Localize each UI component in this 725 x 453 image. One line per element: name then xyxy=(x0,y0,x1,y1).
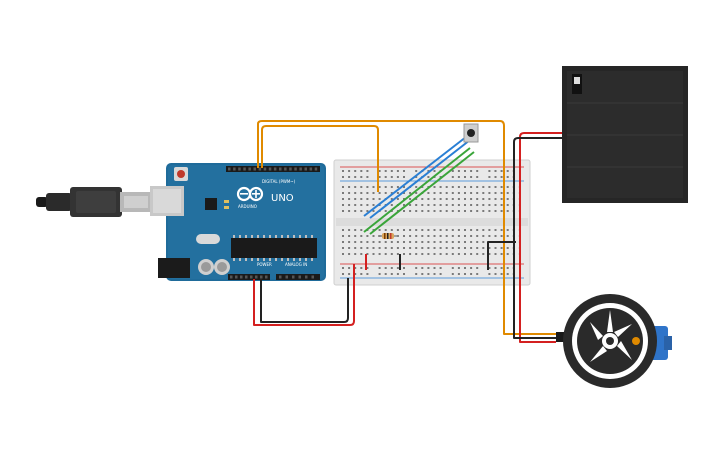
wires xyxy=(253,120,562,343)
wire-red-battery[interactable] xyxy=(519,132,562,343)
analog-header[interactable] xyxy=(276,274,320,280)
arduino-logo-text: ARDUINO xyxy=(238,204,257,209)
wire-black-gnd[interactable] xyxy=(260,278,349,323)
digital-header[interactable] xyxy=(226,166,320,172)
wire-blue-2[interactable] xyxy=(369,139,471,219)
usb-cable-icon[interactable] xyxy=(36,187,152,217)
breadboard[interactable] xyxy=(333,159,531,286)
wire-orange-signal[interactable] xyxy=(261,125,379,192)
wire-orange-servo[interactable] xyxy=(257,120,556,335)
digital-label: DIGITAL (PWM~) xyxy=(262,179,296,184)
servo-motor-icon[interactable] xyxy=(556,294,672,388)
wire-black-battery[interactable] xyxy=(513,137,562,339)
wire-green-1[interactable] xyxy=(363,147,471,233)
wire-blue-1[interactable] xyxy=(363,136,467,217)
model-label: UNO xyxy=(271,193,294,204)
wire-green-2[interactable] xyxy=(369,151,475,235)
arduino-infinity-logo xyxy=(236,186,264,202)
arduino-uno-board[interactable]: ARDUINO UNO DIGITAL (PWM~) POWER ANALOG … xyxy=(150,163,326,281)
battery-pack[interactable] xyxy=(562,66,688,203)
power-header[interactable] xyxy=(228,274,270,280)
power-label: POWER xyxy=(257,262,272,267)
wire-red-5v[interactable] xyxy=(253,264,355,326)
resistor[interactable] xyxy=(378,233,398,239)
atmega-chip xyxy=(231,238,317,258)
power-jack xyxy=(158,258,190,278)
analog-label: ANALOG IN xyxy=(285,262,307,267)
crystal xyxy=(196,234,220,244)
pushbutton[interactable] xyxy=(463,123,479,143)
